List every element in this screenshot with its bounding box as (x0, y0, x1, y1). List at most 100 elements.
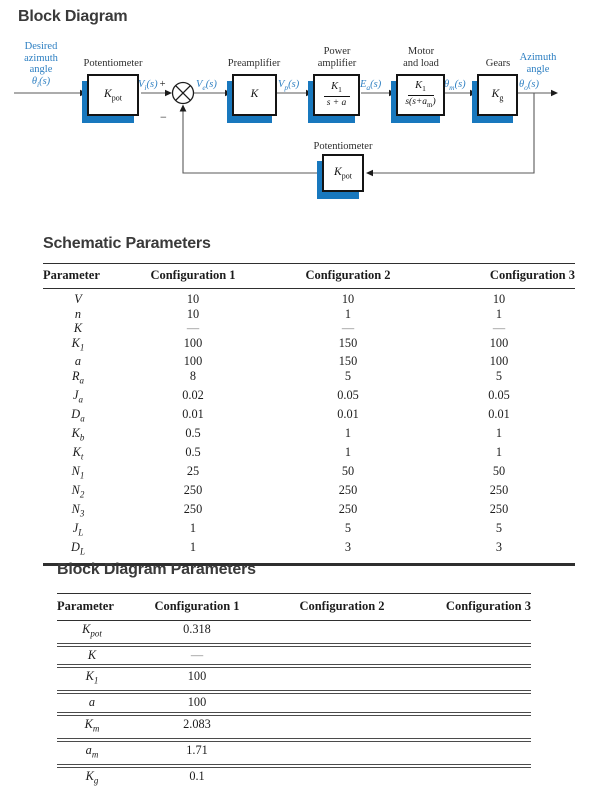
parameter-cell: Km (84, 716, 100, 734)
signal-e-a: Ea(s) (360, 79, 382, 93)
table-row: Km 2.083 (57, 714, 531, 739)
value-cell: 25 (186, 463, 200, 478)
value-cell: 250 (338, 501, 358, 516)
value-cell: 100 (489, 354, 509, 369)
feedback-line-left (182, 107, 322, 174)
value-cell: 2.083 (183, 716, 211, 731)
parameter-cell: V (74, 292, 82, 306)
fraction-bar (407, 94, 434, 96)
table-row: K——— (43, 321, 575, 336)
value-cell: 1 (495, 425, 503, 440)
caption-potentiometer: Potentiometer (83, 58, 143, 69)
column-header: Configuration 2 (305, 268, 391, 282)
parameter-cell: N1 (71, 463, 85, 481)
parameter-cell: am (85, 742, 99, 760)
value-cell: 0.1 (189, 768, 205, 783)
parameter-cell: Kt (72, 444, 84, 462)
input-caption: Desired azimuth angle θi(s) (12, 41, 70, 90)
value-cell: 3 (344, 539, 352, 554)
parameter-cell: K1 (71, 335, 85, 352)
parameter-cell: n (74, 306, 82, 321)
value-cell: — (186, 321, 200, 335)
value-cell: 5 (344, 368, 352, 383)
section-title: Block Diagram Parameters (57, 561, 256, 578)
value-cell: 0.5 (185, 425, 201, 440)
plus-sign: + (159, 79, 166, 90)
signal-theta-i: θi(s) (31, 75, 51, 89)
block-potentiometer-feedback: Kpot (322, 154, 364, 192)
column-header: Configuration 3 (445, 599, 531, 613)
value-cell: 10 (492, 292, 506, 306)
parameter-cell: a (74, 354, 82, 369)
table-row: Kpot 0.318 (57, 621, 531, 644)
parameter-cell: N2 (71, 482, 85, 500)
parameter-cell: Ra (71, 368, 84, 386)
value-cell: 1 (189, 520, 197, 535)
value-cell: 0.05 (488, 387, 510, 402)
value-cell: 1 (495, 444, 503, 459)
value-cell: 250 (489, 501, 509, 516)
signal-lines (14, 92, 556, 174)
signal-v-p: Vp(s) (278, 79, 300, 93)
section-title: Schematic Parameters (43, 235, 211, 252)
signal-v-i: Vi(s)+ (138, 79, 166, 93)
value-cell: 100 (183, 354, 203, 369)
parameter-cell: Kpot (82, 622, 102, 639)
value-cell: 0.01 (488, 406, 510, 421)
value-cell: — (190, 647, 204, 662)
value-cell: 250 (489, 482, 509, 497)
parameter-cell: DL (71, 539, 85, 556)
block-preamplifier: K (232, 74, 277, 116)
value-cell: — (341, 321, 355, 335)
arrowheads (80, 89, 558, 177)
value-cell: 1 (344, 306, 352, 321)
parameter-cell: Da (71, 406, 85, 424)
signal-v-e: Ve(s) (196, 79, 217, 93)
column-header: Configuration 3 (489, 268, 575, 282)
value-cell: 50 (341, 463, 355, 478)
value-cell: 100 (183, 335, 203, 350)
parameter-cell: JL (72, 520, 84, 538)
value-cell: — (492, 321, 506, 335)
parameter-cell: Kg (85, 768, 99, 786)
value-cell: 5 (495, 520, 503, 535)
table-row: N1 25 50 50 (43, 464, 575, 483)
table-row: a 100 150 100 (43, 354, 575, 369)
column-header: Configuration 1 (154, 599, 240, 613)
page-title: Block Diagram (18, 8, 128, 25)
value-cell: 3 (495, 539, 503, 554)
block-power-amplifier: K1 s + a (313, 74, 360, 116)
value-cell: 5 (344, 520, 352, 535)
value-cell: 50 (492, 463, 506, 478)
value-cell: 1 (344, 425, 352, 440)
value-cell: 150 (338, 354, 358, 369)
value-cell: 8 (189, 368, 197, 383)
block-motor-and-load: K1 s(s+am) (396, 74, 445, 116)
value-cell: 1 (495, 306, 503, 321)
value-cell: 250 (338, 482, 358, 497)
value-cell: 100 (187, 695, 207, 710)
value-cell: 10 (186, 292, 200, 306)
value-cell: 0.318 (183, 622, 211, 636)
value-cell: 0.5 (185, 444, 201, 459)
value-cell: 150 (338, 335, 358, 350)
block-potentiometer-input: Kpot (87, 74, 139, 116)
fraction-bar (323, 95, 350, 97)
summing-junction-icon (171, 81, 195, 105)
